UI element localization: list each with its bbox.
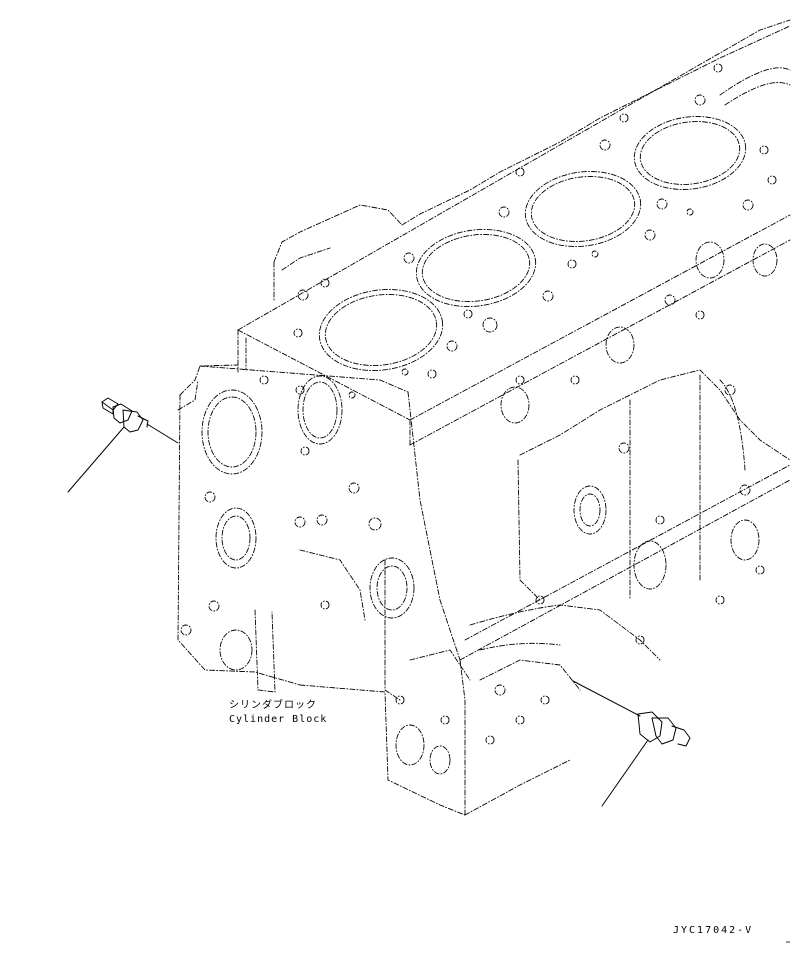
cylinder-bores — [318, 67, 791, 371]
part-label-english: Cylinder Block — [229, 714, 328, 725]
part-label-japanese: シリンダブロック — [229, 700, 317, 711]
lower-skirt — [299, 649, 581, 816]
side-face — [407, 241, 791, 661]
top-deck — [237, 19, 791, 446]
deck-holes — [293, 63, 777, 379]
front-face — [177, 364, 415, 701]
sensor-plug-icon — [67, 397, 179, 493]
figure-code: JYC17042-V — [673, 925, 754, 936]
sensor-plug-icon — [572, 680, 691, 807]
